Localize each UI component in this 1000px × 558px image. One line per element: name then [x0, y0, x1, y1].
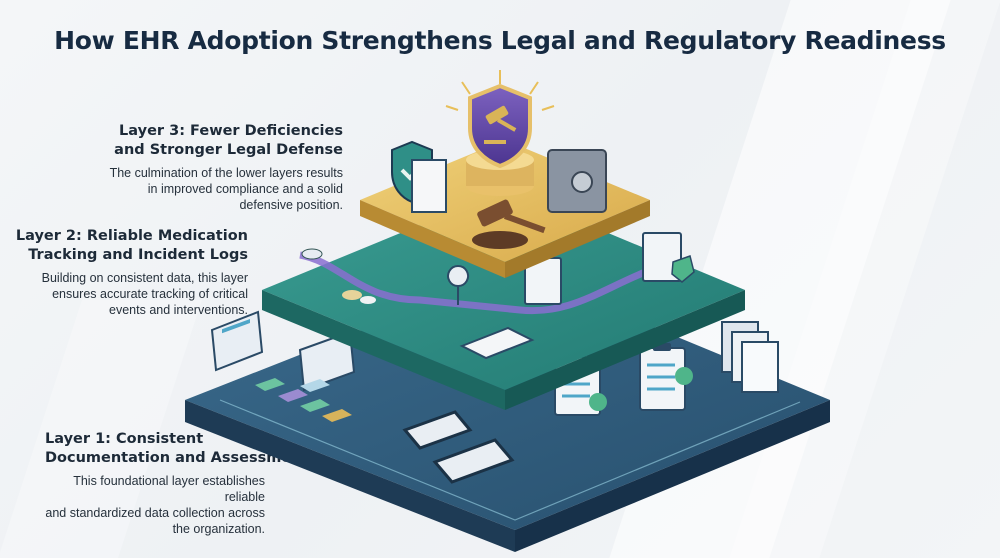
- tablet-icon: [432, 438, 515, 484]
- layer1-callout: Layer 1: Consistent Documentation and As…: [45, 430, 317, 537]
- data-tiles: [255, 378, 352, 422]
- layer1-description: This foundational layer establishes reli…: [45, 474, 265, 536]
- layer1-heading: Layer 1: Consistent Documentation and As…: [45, 431, 318, 466]
- layer3-heading: Layer 3: Fewer Deficiencies and Stronger…: [114, 123, 343, 158]
- document-icon: [459, 326, 535, 360]
- safe-icon: [547, 149, 607, 213]
- clipboard-checklist-icon: [639, 343, 693, 411]
- layered-pyramid-illustration: [185, 70, 830, 552]
- location-pin-icon: [447, 265, 470, 306]
- layer2-heading: Layer 2: Reliable Medication Tracking an…: [15, 228, 248, 263]
- layer3-callout: Layer 3: Fewer Deficiencies and Stronger…: [110, 122, 343, 213]
- layer3-description: The culmination of the lower layers resu…: [109, 166, 343, 212]
- clipboard-checklist-icon: [642, 232, 695, 283]
- shield-gavel-icon: [445, 70, 555, 169]
- document-stack-icon: [721, 321, 779, 393]
- layer2-description: Building on consistent data, this layer …: [41, 271, 248, 317]
- page-title: How EHR Adoption Strengthens Legal and R…: [54, 26, 946, 55]
- monitor-icon: [210, 310, 264, 372]
- tablet-icon: [402, 410, 473, 450]
- document-icon: [411, 159, 447, 213]
- layer2-platform: [262, 190, 745, 410]
- pill-icon: [301, 248, 376, 304]
- layer2-callout: Layer 2: Reliable Medication Tracking an…: [16, 227, 248, 318]
- gavel-icon: [472, 199, 546, 249]
